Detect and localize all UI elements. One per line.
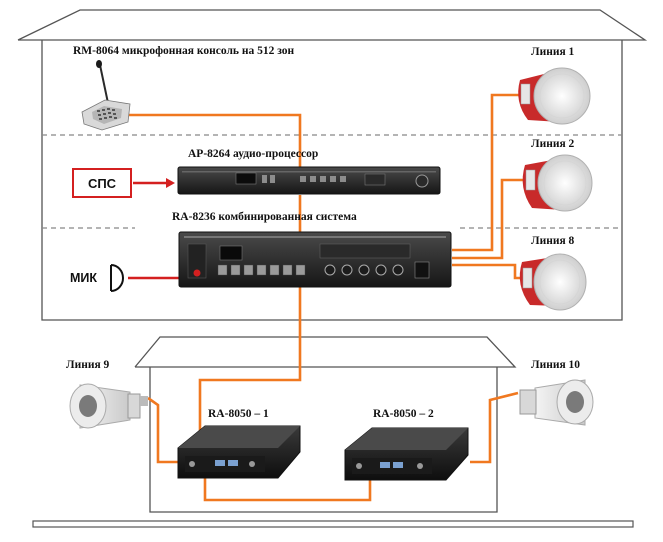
lower-building [134, 336, 517, 513]
fire-alarm-label: СПС [87, 175, 117, 191]
upper-building [17, 9, 648, 321]
horn-speaker-line-10 [519, 379, 594, 426]
ceiling-speaker-line-8 [519, 253, 587, 311]
amplifier-2 [344, 427, 469, 481]
line-9-label: Линия 9 [66, 359, 110, 371]
line-2-label: Линия 2 [531, 138, 575, 150]
line-8-label: Линия 8 [531, 235, 575, 247]
combined-system-label: RA-8236 комбинированная система [172, 211, 357, 223]
line-1-label: Линия 1 [531, 46, 575, 58]
combined-system [178, 231, 452, 288]
horn-speaker-line-9 [69, 383, 148, 429]
console-label: RM-8064 микрофонная консоль на 512 зон [73, 45, 295, 57]
amplifier-2-label: RA-8050 – 2 [373, 408, 434, 420]
fire-alarm-box: СПС [72, 168, 132, 198]
processor-label: AP-8264 аудио-процессор [188, 148, 319, 160]
microphone-console [81, 60, 131, 131]
ground-line [32, 520, 634, 528]
line-10-label: Линия 10 [531, 359, 581, 371]
amplifier-1 [177, 425, 301, 479]
cables [128, 93, 535, 502]
ceiling-speaker-line-2 [522, 154, 593, 212]
ceiling-speaker-line-1 [518, 67, 591, 125]
floor-dividers [42, 134, 622, 229]
amplifier-1-label: RA-8050 – 1 [208, 408, 269, 420]
mic-label: МИК [70, 271, 98, 285]
microphone-symbol-icon [110, 264, 124, 292]
audio-processor [177, 166, 441, 195]
